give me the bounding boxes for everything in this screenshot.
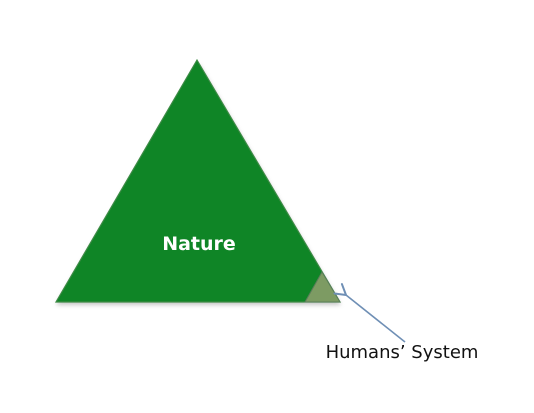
- humans-system-triangle: [304, 271, 341, 303]
- nature-triangle: [54, 58, 342, 303]
- nature-label: Nature: [162, 233, 236, 255]
- humans-system-arrow: [333, 283, 406, 343]
- humans-system-label: Humans’ System: [326, 342, 479, 363]
